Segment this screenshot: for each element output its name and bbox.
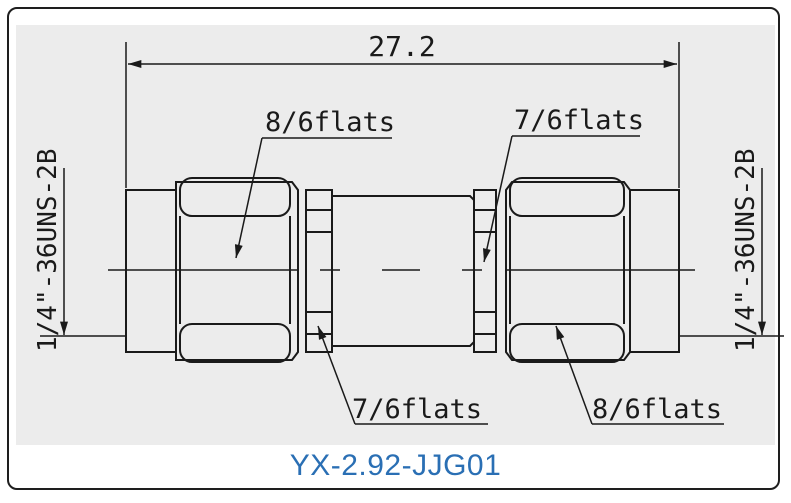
- leader-bottom-right: [555, 325, 724, 425]
- flats-label-bottom-left: 7/6flats: [352, 394, 482, 425]
- thread-label-left: 1/4"-36UNS-2B: [33, 149, 63, 353]
- flats-label-top-left: 8/6flats: [265, 107, 395, 138]
- left-flange: [305, 189, 333, 353]
- flats-label-top-right: 7/6flats: [514, 105, 644, 136]
- flats-label-bottom-right: 8/6flats: [592, 394, 722, 425]
- leader-top-left: [234, 137, 392, 259]
- central-body: [332, 195, 475, 347]
- overall-length-label: 27.2: [368, 30, 435, 63]
- left-hex-nut: [175, 177, 299, 363]
- thread-label-right: 1/4"-36UNS-2B: [731, 149, 761, 353]
- right-end-body: [629, 189, 680, 353]
- right-flange: [473, 189, 497, 353]
- left-end-body: [125, 189, 177, 353]
- drawing-background: [16, 25, 775, 445]
- leader-top-right: [482, 135, 640, 263]
- model-caption: YX-2.92-JJG01: [289, 449, 502, 482]
- leader-bottom-left: [317, 325, 488, 425]
